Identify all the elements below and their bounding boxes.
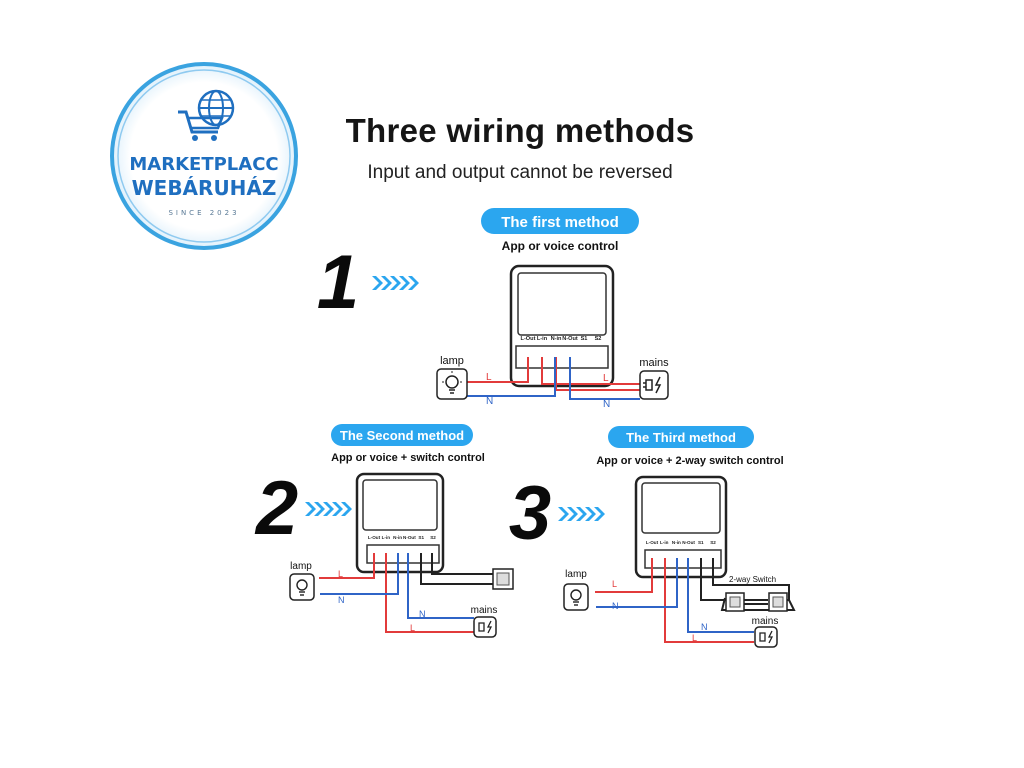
wire-label-n-3a: N <box>612 601 619 611</box>
mains-plug-icon <box>754 626 778 648</box>
two-way-switch-icon <box>725 592 788 612</box>
logo-line1: MARKETPLACC <box>129 154 278 175</box>
terminal-label: L-Out <box>521 336 536 342</box>
method-1-caption: App or voice control <box>502 239 619 253</box>
terminal-label: L-in <box>537 336 548 342</box>
wires-method-1 <box>466 357 641 400</box>
wire-label-l-2b: L <box>410 623 415 633</box>
terminal-label: L-in <box>382 535 391 540</box>
method-1-number: 1 <box>317 240 359 325</box>
wire-label-n-3b: N <box>701 622 708 632</box>
terminal-label: S1 <box>581 336 588 342</box>
wire-label-n-2b: N <box>419 609 426 619</box>
wire-label-l-1b: L <box>603 373 609 384</box>
terminal-label: S2 <box>595 336 602 342</box>
switch-icon <box>492 568 514 590</box>
lamp-icon <box>563 583 589 611</box>
terminal-label: N-Out <box>682 540 695 545</box>
wire-label-n-1a: N <box>486 396 493 407</box>
method-2-arrow-icon <box>305 502 352 516</box>
lamp-icon <box>289 573 315 601</box>
terminal-label: L-in <box>660 540 669 545</box>
mains-label-1: mains <box>639 357 669 369</box>
wire-label-n-2a: N <box>338 595 345 605</box>
terminal-label: S2 <box>430 535 436 540</box>
terminal-label: S2 <box>710 540 716 545</box>
terminal-label: N-in <box>393 535 402 540</box>
method-1: The first method App or voice control 1 … <box>317 208 669 410</box>
globe-cart-icon <box>178 89 235 141</box>
terminal-label: L-Out <box>646 540 659 545</box>
page-subtitle: Input and output cannot be reversed <box>367 162 673 183</box>
method-2-badge <box>331 424 473 446</box>
method-1-arrow-icon <box>372 276 419 290</box>
lamp-icon <box>436 368 468 400</box>
mains-label-3: mains <box>752 616 779 627</box>
logo-line2: WEBÁRUHÁZ <box>132 176 277 200</box>
terminal-label: S1 <box>698 540 704 545</box>
method-1-badge <box>481 208 639 234</box>
lamp-label-1: lamp <box>440 355 464 367</box>
method-2: The Second method App or voice + switch … <box>254 424 514 638</box>
lamp-label-3: lamp <box>565 569 587 580</box>
wires-method-2 <box>319 553 493 633</box>
method-2-number: 2 <box>254 466 298 551</box>
marketplace-logo: MARKETPLACC WEBÁRUHÁZ SINCE 2023 <box>110 62 298 250</box>
wire-label-l-3b: L <box>692 633 697 643</box>
mains-plug-icon <box>639 370 669 400</box>
terminal-label: N-Out <box>562 336 578 342</box>
wire-label-l-2a: L <box>338 569 343 579</box>
wire-label-n-1b: N <box>603 399 610 410</box>
method-3-caption: App or voice + 2-way switch control <box>596 455 783 467</box>
method-3-badge-text: The Third method <box>626 430 736 445</box>
mains-label-2: mains <box>471 605 498 616</box>
terminal-label: L-Out <box>368 535 381 540</box>
terminal-label: S1 <box>418 535 424 540</box>
wire-label-l-3a: L <box>612 579 617 589</box>
method-3: The Third method App or voice + 2-way sw… <box>509 426 796 648</box>
terminal-label: N-in <box>551 336 562 342</box>
method-2-caption: App or voice + switch control <box>331 452 485 464</box>
terminal-label: N-in <box>672 540 681 545</box>
method-3-number: 3 <box>509 471 551 556</box>
method-2-badge-text: The Second method <box>340 428 464 443</box>
terminal-label: N-Out <box>403 535 416 540</box>
method-3-badge <box>608 426 754 448</box>
page-title: Three wiring methods <box>345 112 695 149</box>
wire-label-l-1a: L <box>486 372 492 383</box>
method-3-arrow-icon <box>558 507 605 521</box>
two-way-switch-label: 2-way Switch <box>729 575 776 584</box>
method-1-badge-text: The first method <box>501 214 619 231</box>
lamp-label-2: lamp <box>290 561 312 572</box>
mains-plug-icon <box>473 616 497 638</box>
logo-since: SINCE 2023 <box>168 209 239 217</box>
